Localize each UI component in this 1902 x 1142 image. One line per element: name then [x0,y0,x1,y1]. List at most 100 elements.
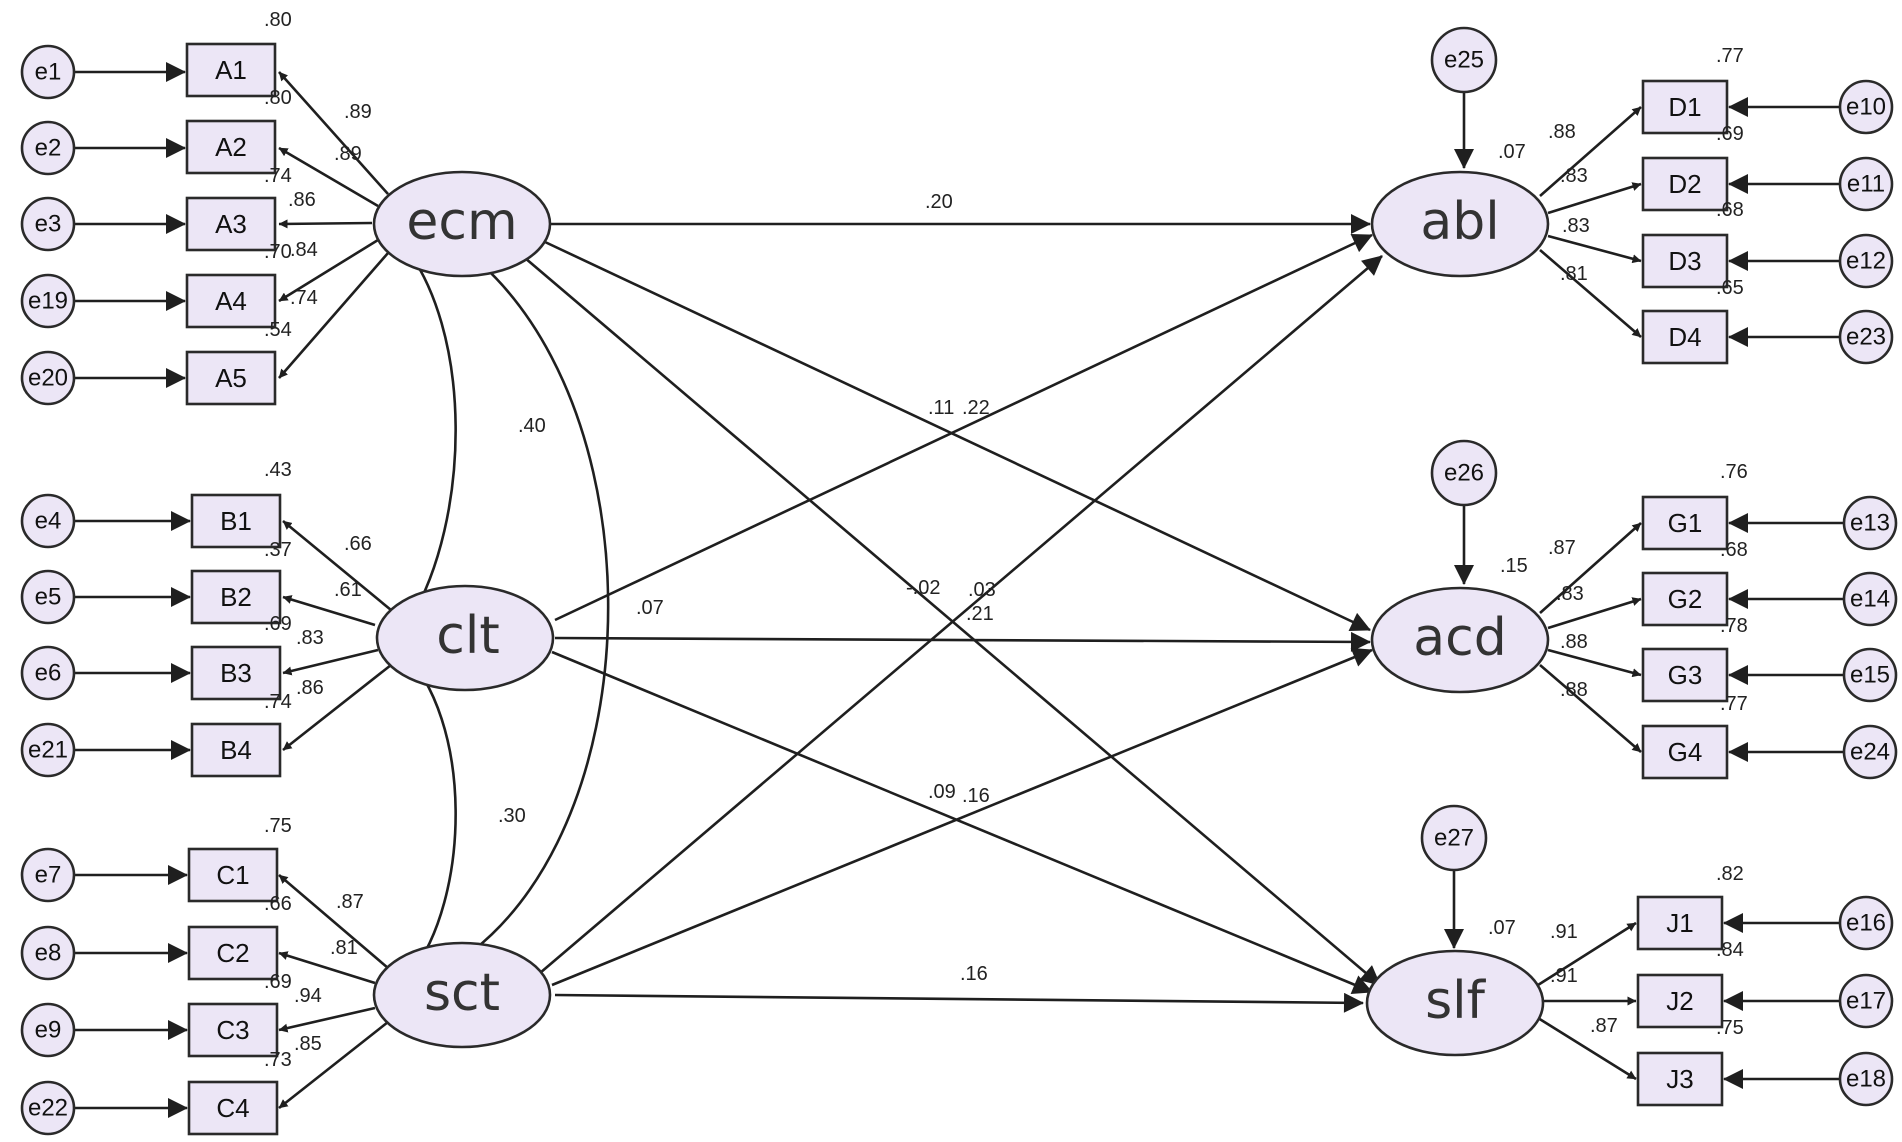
loading-label-A5: .74 [290,287,318,309]
indicator-label-A4: A4 [215,286,247,316]
loading-label-A1: .89 [344,101,372,123]
loading-arrow-G1 [1539,522,1642,614]
latent-ecm: ecm [372,170,552,278]
indicator-label-A5: A5 [215,363,247,393]
error-label-e6: e6 [35,660,62,687]
r2-label-D2: .69 [1716,123,1744,145]
loading-label-G3: .88 [1560,631,1588,653]
latent-label-clt: clt [436,606,499,666]
loading-arrow-D1 [1539,106,1642,197]
error-node-e11: e11 [1838,156,1894,212]
error-label-e2: e2 [35,135,62,162]
indicator-box-B4: B4 [190,722,282,778]
indicator-box-A3: A3 [185,196,277,252]
indicator-box-G3: G3 [1641,647,1729,703]
indicator-box-D2: D2 [1641,156,1729,212]
error-node-e8: e8 [20,925,76,981]
loading-label-C3: .94 [294,985,322,1007]
error-node-e9: e9 [20,1002,76,1058]
error-node-e21: e21 [20,722,76,778]
loading-label-J3: .87 [1590,1015,1618,1037]
latent-acd: acd [1370,586,1550,694]
covariance-label-ecm-clt: .40 [518,415,546,437]
error-node-e12: e12 [1838,233,1894,289]
loading-label-G4: .88 [1560,679,1588,701]
error-node-e19: e19 [20,273,76,329]
error-label-e20: e20 [28,365,68,392]
r2-label-A1: .80 [264,9,292,31]
loading-arrow-D2 [1547,182,1642,215]
error-label-e23: e23 [1846,324,1886,351]
loading-arrow-G3 [1547,648,1642,678]
latent-abl: abl [1370,170,1550,278]
r2-label-B4: .74 [264,691,292,713]
indicator-box-D4: D4 [1641,309,1729,365]
loading-arrow-D4 [1539,249,1642,338]
error-label-e24: e24 [1850,739,1890,766]
error-label-e1: e1 [35,59,62,86]
indicator-label-D1: D1 [1668,92,1701,122]
r2-label-B3: .69 [264,613,292,635]
path-arrow-ecm-acd [544,240,1371,632]
error-node-e15: e15 [1842,647,1898,703]
loading-arrow-C4 [278,1020,389,1110]
indicator-box-G2: G2 [1641,571,1729,627]
indicator-label-D2: D2 [1668,169,1701,199]
latent-label-ecm: ecm [406,192,517,252]
loading-label-D3: .83 [1562,215,1590,237]
error-label-e8: e8 [35,940,62,967]
indicator-box-C3: C3 [187,1002,279,1058]
r2-label-D4: .65 [1716,277,1744,299]
r2-label-D3: .68 [1716,199,1744,221]
path-arrow-clt-slf [551,650,1373,994]
loading-arrow-G2 [1547,597,1642,630]
latent-sct: sct [372,941,552,1049]
loading-label-D1: .88 [1548,121,1576,143]
r2-label-C2: .66 [264,893,292,915]
path-arrow-sct-slf [554,992,1364,1013]
error-node-e27: e27 [1420,804,1488,872]
covariance-label-ecm-sct: .07 [636,597,664,619]
path-label-ecm-abl: .20 [925,191,953,213]
indicator-box-D3: D3 [1641,233,1729,289]
path-label-ecm-acd: .11 [928,397,954,419]
latent-label-acd: acd [1413,608,1506,668]
loading-arrow-B2 [282,595,376,627]
loading-arrow-B3 [282,648,379,676]
path-arrow-clt-abl [554,233,1373,622]
error-node-e20: e20 [20,350,76,406]
error-label-e25: e25 [1444,47,1484,74]
error-label-e13: e13 [1850,510,1890,537]
indicator-label-G3: G3 [1668,660,1703,690]
error-label-e19: e19 [28,288,68,315]
loading-arrow-A5 [278,252,389,379]
loading-arrow-A3 [278,219,373,229]
path-label-sct-acd: .16 [962,785,990,807]
coefficient-labels: .80 .80 .74 .70 .54 .43 .37 .69 .74 .75 … [264,9,1748,1071]
r2-label-G2: .68 [1720,539,1748,561]
loading-arrow-J1 [1537,921,1637,987]
indicator-label-B3: B3 [220,658,252,688]
loading-arrow-A4 [278,238,379,303]
loading-label-C4: .85 [294,1033,322,1055]
path-label-ecm-slf: -.02 [906,577,940,599]
error-node-e25: e25 [1430,26,1498,94]
latent-label-sct: sct [424,963,500,1023]
error-label-e21: e21 [28,737,68,764]
indicator-label-C4: C4 [216,1093,249,1123]
error-label-e26: e26 [1444,460,1484,487]
error-label-e12: e12 [1846,248,1886,275]
loading-arrow-D3 [1547,234,1642,264]
error-label-e15: e15 [1850,662,1890,689]
r2-label-A4: .70 [264,241,292,263]
loading-label-C1: .87 [336,891,364,913]
r2-label-J2: .84 [1716,939,1744,961]
error-label-e10: e10 [1846,94,1886,121]
loading-arrow-C1 [278,874,389,969]
indicator-box-J1: J1 [1636,895,1724,951]
latent-label-slf: slf [1425,971,1487,1031]
loading-label-J2: .91 [1550,965,1578,987]
loading-label-D4: .81 [1560,263,1588,285]
loading-arrow-B1 [282,519,392,612]
path-arrow-clt-acd [554,631,1371,652]
